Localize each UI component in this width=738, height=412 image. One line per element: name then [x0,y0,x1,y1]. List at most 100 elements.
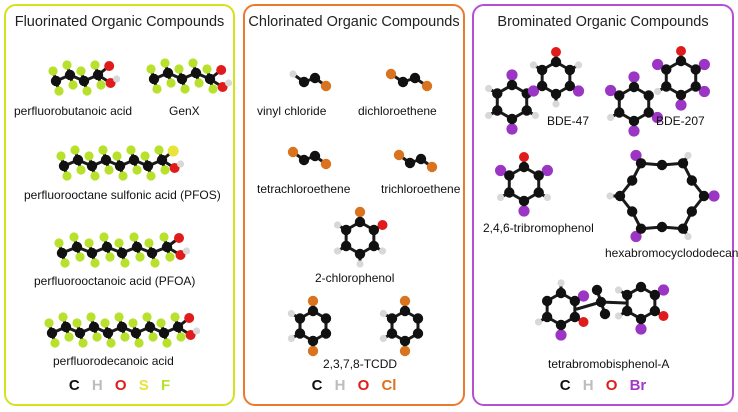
atom-c [412,328,424,339]
label-pfoa: perfluorooctanoic acid (PFOA) [34,274,196,288]
atom-br [628,71,640,83]
atom-cl [426,161,438,173]
atom-o [105,78,116,88]
legend-oxygen: O [357,377,370,394]
atom-c [130,327,142,339]
atom-f [86,312,96,322]
chlorinated-panel-title: Chlorinated Organic Compounds [248,14,460,30]
atom-br [675,99,687,111]
atom-f [188,58,198,68]
legend-oxygen: O [605,377,618,394]
atom-cl [287,146,299,158]
atom-f [165,252,175,262]
atom-f [156,318,166,328]
atom-c [415,153,427,165]
atom-f [160,165,170,175]
atom-f [126,145,136,155]
atom-br [506,123,518,135]
atom-br [577,290,590,302]
atom-f [99,232,109,242]
atom-c [294,328,306,339]
atom-o [184,313,195,323]
atom-f [96,80,106,90]
atom-c [92,69,104,81]
fluorinated-legend: C H O S F [6,377,233,394]
molecule-pfoa [54,232,191,268]
molecule-bde-47 [485,47,585,135]
atom-cl [307,345,319,357]
atom-f [144,238,154,248]
atom-c [643,107,654,118]
atom-c [686,206,698,217]
atom-h [287,334,295,343]
atom-c [628,115,640,127]
atom-o [676,46,686,56]
atom-h [684,151,692,160]
molecule-tetrachloroethene [287,146,332,170]
atom-br [630,149,642,162]
atom-cl [307,295,319,307]
atom-c [156,154,168,166]
atom-br [527,85,540,97]
brominated-panel: Brominated Organic Compounds BDE-47 BDE-… [472,4,738,406]
legend-hydrogen: H [334,377,346,394]
atom-c [550,88,562,100]
atom-c [307,335,319,347]
atom-c [506,79,518,91]
atom-o [519,152,529,162]
atom-f [160,58,170,68]
label-bde-47: BDE-47 [547,114,590,128]
atom-cl [399,345,411,357]
atom-c [635,158,647,169]
legend-oxygen: O [114,377,127,394]
atom-c [309,72,321,84]
atom-c [72,154,84,166]
atom-h [614,286,623,294]
atom-f [92,332,102,342]
atom-c [536,80,548,92]
atom-h [557,279,565,287]
atom-f [135,252,145,262]
atom-h [287,309,295,318]
fluorinated-panel: Fluorinated Organic Compounds perfluorob… [4,4,235,406]
atom-c [635,281,647,293]
atom-f [62,171,72,181]
atom-c [686,175,698,186]
atom-c [614,190,626,202]
atom-c [116,321,128,333]
atom-c [78,75,90,87]
atom-c [677,158,689,169]
atom-c [56,247,68,259]
atom-br [518,205,530,217]
molecule-genx [146,58,233,94]
atom-c [504,170,515,181]
atom-f [84,238,94,248]
atom-cl [385,68,397,80]
atom-o [185,330,196,340]
molecule-hexabromocyclododecane [606,149,720,243]
atom-f [76,165,86,175]
atom-h [113,75,121,83]
atom-c [564,64,576,76]
atom-f [148,332,158,342]
atom-f [162,338,172,348]
atom-c [176,73,188,85]
atom-h [379,309,387,318]
atom-c [142,160,154,172]
atom-h [531,111,539,120]
label-perfluorobutanoic-acid: perfluorobutanoic acid [14,104,133,118]
atom-c [621,305,633,317]
atom-c [677,223,689,234]
atom-c [541,311,553,323]
atom-br [657,284,670,296]
atom-f [152,84,162,94]
atom-br [635,323,647,335]
atom-c [386,313,398,324]
atom-c [591,284,603,296]
atom-c [599,308,611,320]
atom-c [656,159,668,171]
atom-c [294,313,306,324]
atom-h [497,193,505,202]
atom-br [630,230,642,243]
legend-carbon: C [68,377,80,394]
